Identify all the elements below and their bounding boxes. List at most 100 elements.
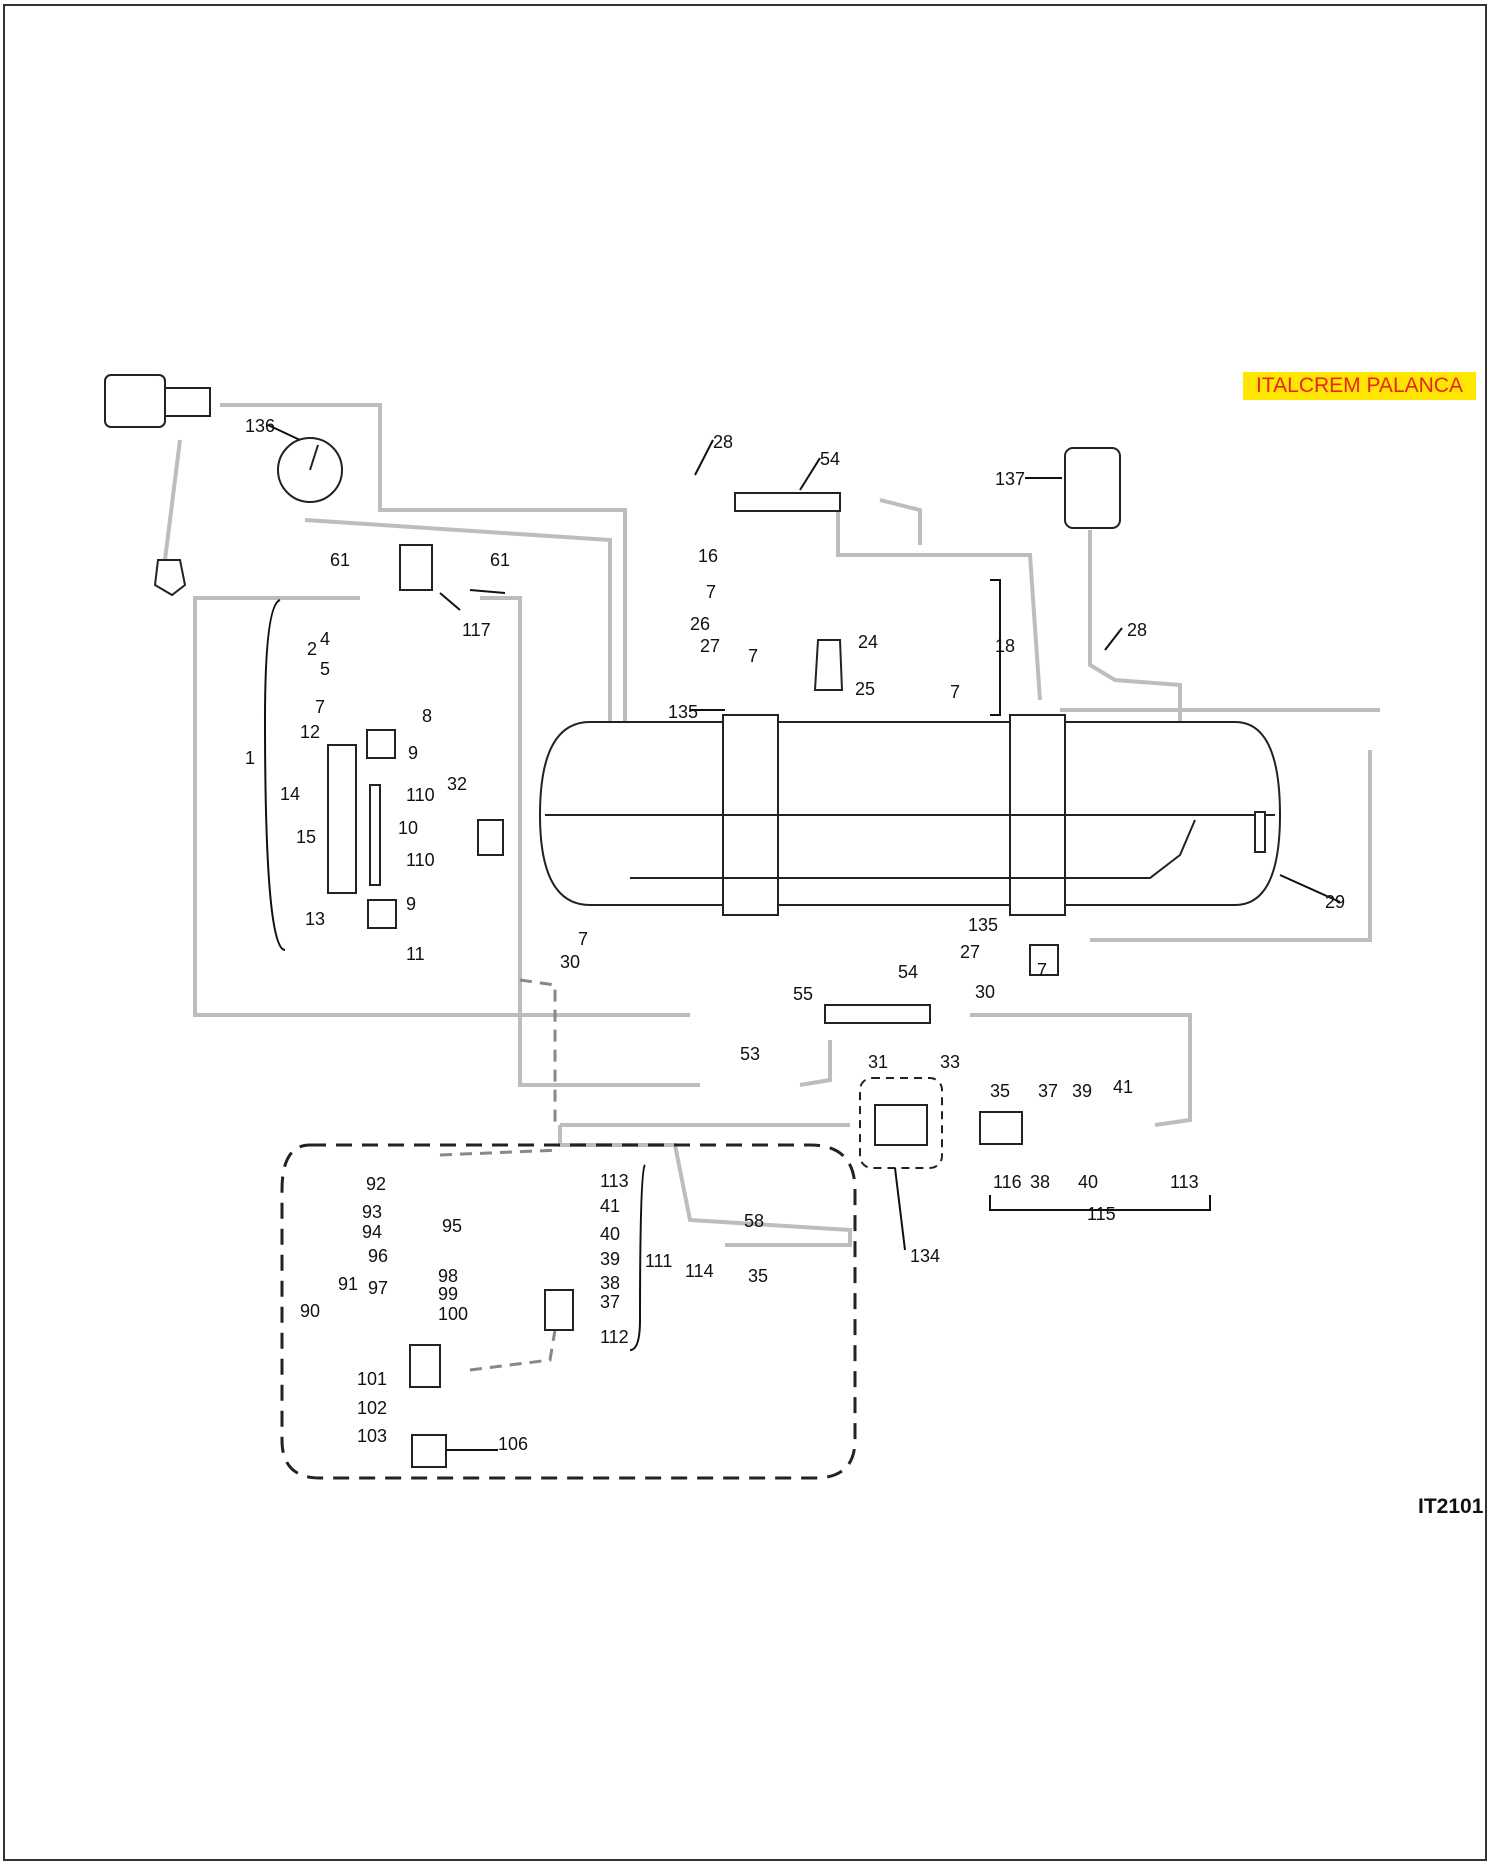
callout-137: 137 bbox=[995, 469, 1025, 489]
valve-134-outline bbox=[859, 1077, 943, 1169]
valve-body-134 bbox=[874, 1104, 928, 1146]
callout-116: 116 bbox=[993, 1172, 1022, 1192]
callout-40: 40 bbox=[1078, 1172, 1098, 1192]
callout-110: 110 bbox=[406, 785, 435, 805]
components bbox=[104, 374, 1121, 1468]
callout-37: 37 bbox=[600, 1292, 620, 1312]
callout-117: 117 bbox=[462, 620, 491, 640]
callout-13: 13 bbox=[305, 909, 325, 929]
filter bbox=[153, 559, 187, 597]
callout-30: 30 bbox=[560, 952, 580, 972]
sight-glass-10 bbox=[369, 784, 381, 886]
callout-91: 91 bbox=[338, 1274, 358, 1294]
dashed-pipes bbox=[439, 978, 561, 1372]
callout-24: 24 bbox=[858, 632, 878, 652]
drawing-frame bbox=[3, 4, 1487, 1861]
callout-16: 16 bbox=[698, 546, 718, 566]
callout-111: 111 bbox=[645, 1251, 672, 1271]
level-gauge-13 bbox=[327, 744, 357, 894]
callout-110: 110 bbox=[406, 850, 435, 870]
callout-54: 54 bbox=[820, 449, 840, 469]
callout-9: 9 bbox=[408, 743, 418, 763]
pump-motor bbox=[104, 374, 166, 428]
callout-10: 10 bbox=[398, 818, 418, 838]
callout-54: 54 bbox=[898, 962, 918, 982]
callout-33: 33 bbox=[940, 1052, 960, 1072]
leader-lines bbox=[263, 424, 1341, 1451]
callout-4: 4 bbox=[320, 629, 330, 649]
level-gauge-body-8 bbox=[366, 729, 396, 759]
callout-41: 41 bbox=[1113, 1077, 1133, 1097]
callout-99: 99 bbox=[438, 1284, 458, 1304]
callout-135: 135 bbox=[668, 702, 698, 722]
callout-61: 61 bbox=[330, 550, 350, 570]
callout-30: 30 bbox=[975, 982, 995, 1002]
valve-101 bbox=[409, 1344, 441, 1388]
callout-28: 28 bbox=[713, 432, 733, 452]
callout-15: 15 bbox=[296, 827, 316, 847]
valve-group-outline bbox=[280, 1143, 857, 1480]
callout-31: 31 bbox=[868, 1052, 888, 1072]
callout-136: 136 bbox=[245, 416, 275, 436]
callout-55: 55 bbox=[793, 984, 813, 1004]
callout-40: 40 bbox=[600, 1224, 620, 1244]
valve-body-32 bbox=[477, 819, 504, 856]
callout-27: 27 bbox=[960, 942, 980, 962]
callout-32: 32 bbox=[447, 774, 467, 794]
fitting-116 bbox=[979, 1111, 1023, 1145]
drain-27 bbox=[1029, 944, 1059, 976]
callout-18: 18 bbox=[995, 636, 1015, 656]
callout-35: 35 bbox=[990, 1081, 1010, 1101]
callout-134: 134 bbox=[910, 1246, 940, 1266]
callout-26: 26 bbox=[690, 614, 710, 634]
callout-115: 115 bbox=[1087, 1204, 1116, 1224]
callout-98: 98 bbox=[438, 1266, 458, 1286]
callout-97: 97 bbox=[368, 1278, 388, 1298]
callout-38: 38 bbox=[600, 1273, 620, 1293]
callout-12: 12 bbox=[300, 722, 320, 742]
callout-113: 113 bbox=[1170, 1172, 1199, 1192]
callout-94: 94 bbox=[362, 1222, 382, 1242]
title-badge: ITALCREM PALANCA bbox=[1243, 372, 1476, 400]
expansion-tank-137 bbox=[1064, 447, 1121, 529]
callout-11: 11 bbox=[406, 944, 425, 964]
base-106 bbox=[411, 1434, 447, 1468]
safety-valve-24 bbox=[813, 639, 844, 691]
callout-7: 7 bbox=[950, 682, 960, 702]
callout-39: 39 bbox=[1072, 1081, 1092, 1101]
callout-95: 95 bbox=[442, 1216, 462, 1236]
callout-35: 35 bbox=[748, 1266, 768, 1286]
level-gauge-body-11 bbox=[367, 899, 397, 929]
callout-38: 38 bbox=[1030, 1172, 1050, 1192]
callout-27: 27 bbox=[700, 636, 720, 656]
callout-92: 92 bbox=[366, 1174, 386, 1194]
callout-2: 2 bbox=[307, 639, 317, 659]
pump-head bbox=[164, 387, 211, 417]
manifold-54-top bbox=[734, 492, 841, 512]
callout-25: 25 bbox=[855, 679, 875, 699]
drawing-code: IT2101 bbox=[1418, 1495, 1484, 1518]
callout-90: 90 bbox=[300, 1301, 320, 1321]
fitting-112 bbox=[544, 1289, 574, 1331]
callout-112: 112 bbox=[600, 1327, 629, 1347]
callout-8: 8 bbox=[422, 706, 432, 726]
callout-41: 41 bbox=[600, 1196, 620, 1216]
callout-28: 28 bbox=[1127, 620, 1147, 640]
callout-96: 96 bbox=[368, 1246, 388, 1266]
callout-9: 9 bbox=[406, 894, 416, 914]
callout-29: 29 bbox=[1325, 892, 1345, 912]
callout-7: 7 bbox=[315, 697, 325, 717]
callout-135: 135 bbox=[968, 915, 998, 935]
callout-37: 37 bbox=[1038, 1081, 1058, 1101]
callout-14: 14 bbox=[280, 784, 300, 804]
callout-1: 1 bbox=[245, 748, 255, 768]
callout-53: 53 bbox=[740, 1044, 760, 1064]
callout-7: 7 bbox=[1037, 960, 1047, 980]
boiler-tank bbox=[538, 714, 1282, 916]
callout-39: 39 bbox=[600, 1249, 620, 1269]
callout-7: 7 bbox=[578, 929, 588, 949]
pipes bbox=[163, 403, 1380, 1247]
manifold-54-bottom bbox=[824, 1004, 931, 1024]
callout-101: 101 bbox=[357, 1369, 387, 1389]
